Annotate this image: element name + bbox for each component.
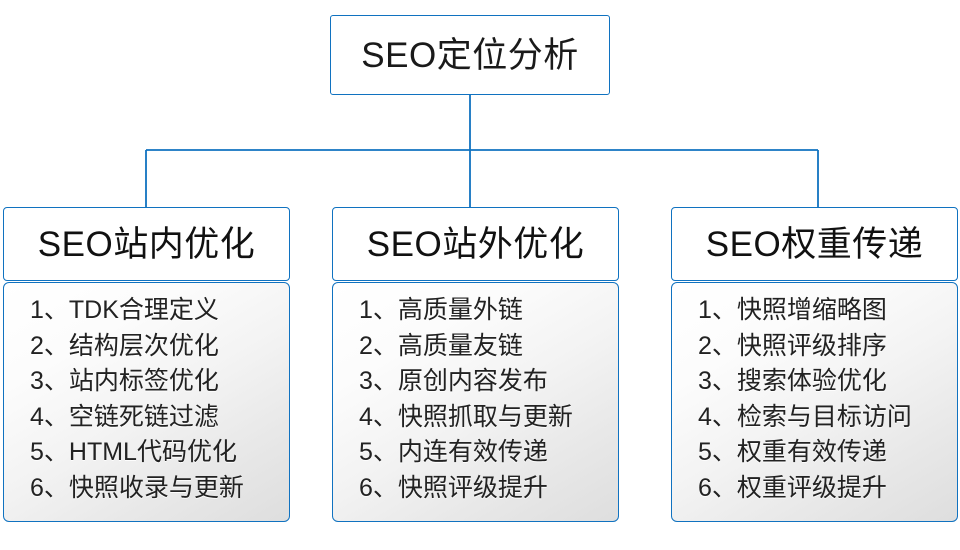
list-item-index: 2、 xyxy=(30,331,69,360)
branch-body-off-site: 1、高质量外链 2、高质量友链 3、原创内容发布 4、快照抓取与更新 5、内连有… xyxy=(332,282,619,522)
list-item-label: HTML代码优化 xyxy=(68,438,237,466)
branch-header-weight-transfer[interactable]: SEO权重传递 xyxy=(671,207,958,281)
list-item-index: 2、 xyxy=(359,331,398,360)
list-item: 6、快照评级提升 xyxy=(359,471,618,507)
list-item-index: 4、 xyxy=(359,402,398,431)
list-item-label: 快照收录与更新 xyxy=(68,473,244,502)
list-item-label: 检索与目标访问 xyxy=(736,402,912,431)
list-item-label: TDK合理定义 xyxy=(68,296,219,324)
list-item-index: 3、 xyxy=(359,367,398,395)
list-item-label: 结构层次优化 xyxy=(68,331,219,360)
branch-header-on-site[interactable]: SEO站内优化 xyxy=(3,207,290,281)
list-item-index: 1、 xyxy=(30,296,69,324)
branch-body-weight-transfer: 1、快照增缩略图 2、快照评级排序 3、搜索体验优化 4、检索与目标访问 5、权… xyxy=(671,282,958,522)
list-item: 3、站内标签优化 xyxy=(30,364,289,400)
list-item: 2、结构层次优化 xyxy=(30,329,289,365)
list-item: 3、搜索体验优化 xyxy=(698,364,957,400)
branch-title-off-site: SEO站外优化 xyxy=(366,224,585,264)
list-item: 6、快照收录与更新 xyxy=(30,471,289,507)
list-item-index: 6、 xyxy=(698,473,737,502)
list-item: 4、空链死链过滤 xyxy=(30,400,289,436)
root-node-title: SEO定位分析 xyxy=(361,35,579,75)
list-item-index: 3、 xyxy=(698,367,737,395)
list-item-index: 5、 xyxy=(359,438,398,466)
list-item-index: 5、 xyxy=(698,438,737,466)
list-item: 4、快照抓取与更新 xyxy=(359,400,618,436)
list-item-label: 原创内容发布 xyxy=(397,367,548,395)
root-node[interactable]: SEO定位分析 xyxy=(330,15,610,95)
list-item-label: 权重评级提升 xyxy=(736,473,887,502)
list-item-label: 快照评级提升 xyxy=(397,473,548,502)
list-item-label: 搜索体验优化 xyxy=(736,367,887,395)
list-item-label: 站内标签优化 xyxy=(68,367,219,395)
list-item-label: 内连有效传递 xyxy=(397,438,548,466)
branch-title-on-site: SEO站内优化 xyxy=(37,224,256,264)
list-item: 3、原创内容发布 xyxy=(359,364,618,400)
branch-body-on-site: 1、TDK合理定义 2、结构层次优化 3、站内标签优化 4、空链死链过滤 5、H… xyxy=(3,282,290,522)
list-item-index: 6、 xyxy=(359,473,398,502)
branch-column-weight-transfer[interactable]: SEO权重传递 1、快照增缩略图 2、快照评级排序 3、搜索体验优化 4、检索与… xyxy=(671,207,958,522)
list-item-index: 1、 xyxy=(698,296,737,324)
list-item: 6、权重评级提升 xyxy=(698,471,957,507)
list-item-label: 高质量友链 xyxy=(397,331,523,360)
list-item-index: 6、 xyxy=(30,473,69,502)
list-item-index: 2、 xyxy=(698,331,737,360)
list-item-label: 快照增缩略图 xyxy=(736,296,887,324)
list-item: 2、快照评级排序 xyxy=(698,329,957,365)
list-item-label: 高质量外链 xyxy=(397,296,523,324)
list-item: 5、权重有效传递 xyxy=(698,435,957,471)
list-item-index: 5、 xyxy=(30,438,69,466)
list-item-label: 快照评级排序 xyxy=(736,331,887,360)
branch-header-off-site[interactable]: SEO站外优化 xyxy=(332,207,619,281)
list-item-label: 快照抓取与更新 xyxy=(397,402,573,431)
branch-list-weight-transfer: 1、快照增缩略图 2、快照评级排序 3、搜索体验优化 4、检索与目标访问 5、权… xyxy=(672,293,957,506)
list-item: 4、检索与目标访问 xyxy=(698,400,957,436)
branch-list-off-site: 1、高质量外链 2、高质量友链 3、原创内容发布 4、快照抓取与更新 5、内连有… xyxy=(333,293,618,506)
list-item-label: 空链死链过滤 xyxy=(68,402,219,431)
list-item-index: 3、 xyxy=(30,367,69,395)
list-item: 2、高质量友链 xyxy=(359,329,618,365)
list-item-label: 权重有效传递 xyxy=(736,438,887,466)
list-item: 5、HTML代码优化 xyxy=(30,435,289,471)
list-item-index: 1、 xyxy=(359,296,398,324)
branch-column-on-site[interactable]: SEO站内优化 1、TDK合理定义 2、结构层次优化 3、站内标签优化 4、空链… xyxy=(3,207,290,522)
list-item-index: 4、 xyxy=(30,402,69,431)
branch-title-weight-transfer: SEO权重传递 xyxy=(705,224,924,264)
list-item: 1、快照增缩略图 xyxy=(698,293,957,329)
list-item: 5、内连有效传递 xyxy=(359,435,618,471)
branch-column-off-site[interactable]: SEO站外优化 1、高质量外链 2、高质量友链 3、原创内容发布 4、快照抓取与… xyxy=(332,207,619,522)
list-item: 1、高质量外链 xyxy=(359,293,618,329)
list-item-index: 4、 xyxy=(698,402,737,431)
list-item: 1、TDK合理定义 xyxy=(30,293,289,329)
branch-list-on-site: 1、TDK合理定义 2、结构层次优化 3、站内标签优化 4、空链死链过滤 5、H… xyxy=(4,293,289,506)
